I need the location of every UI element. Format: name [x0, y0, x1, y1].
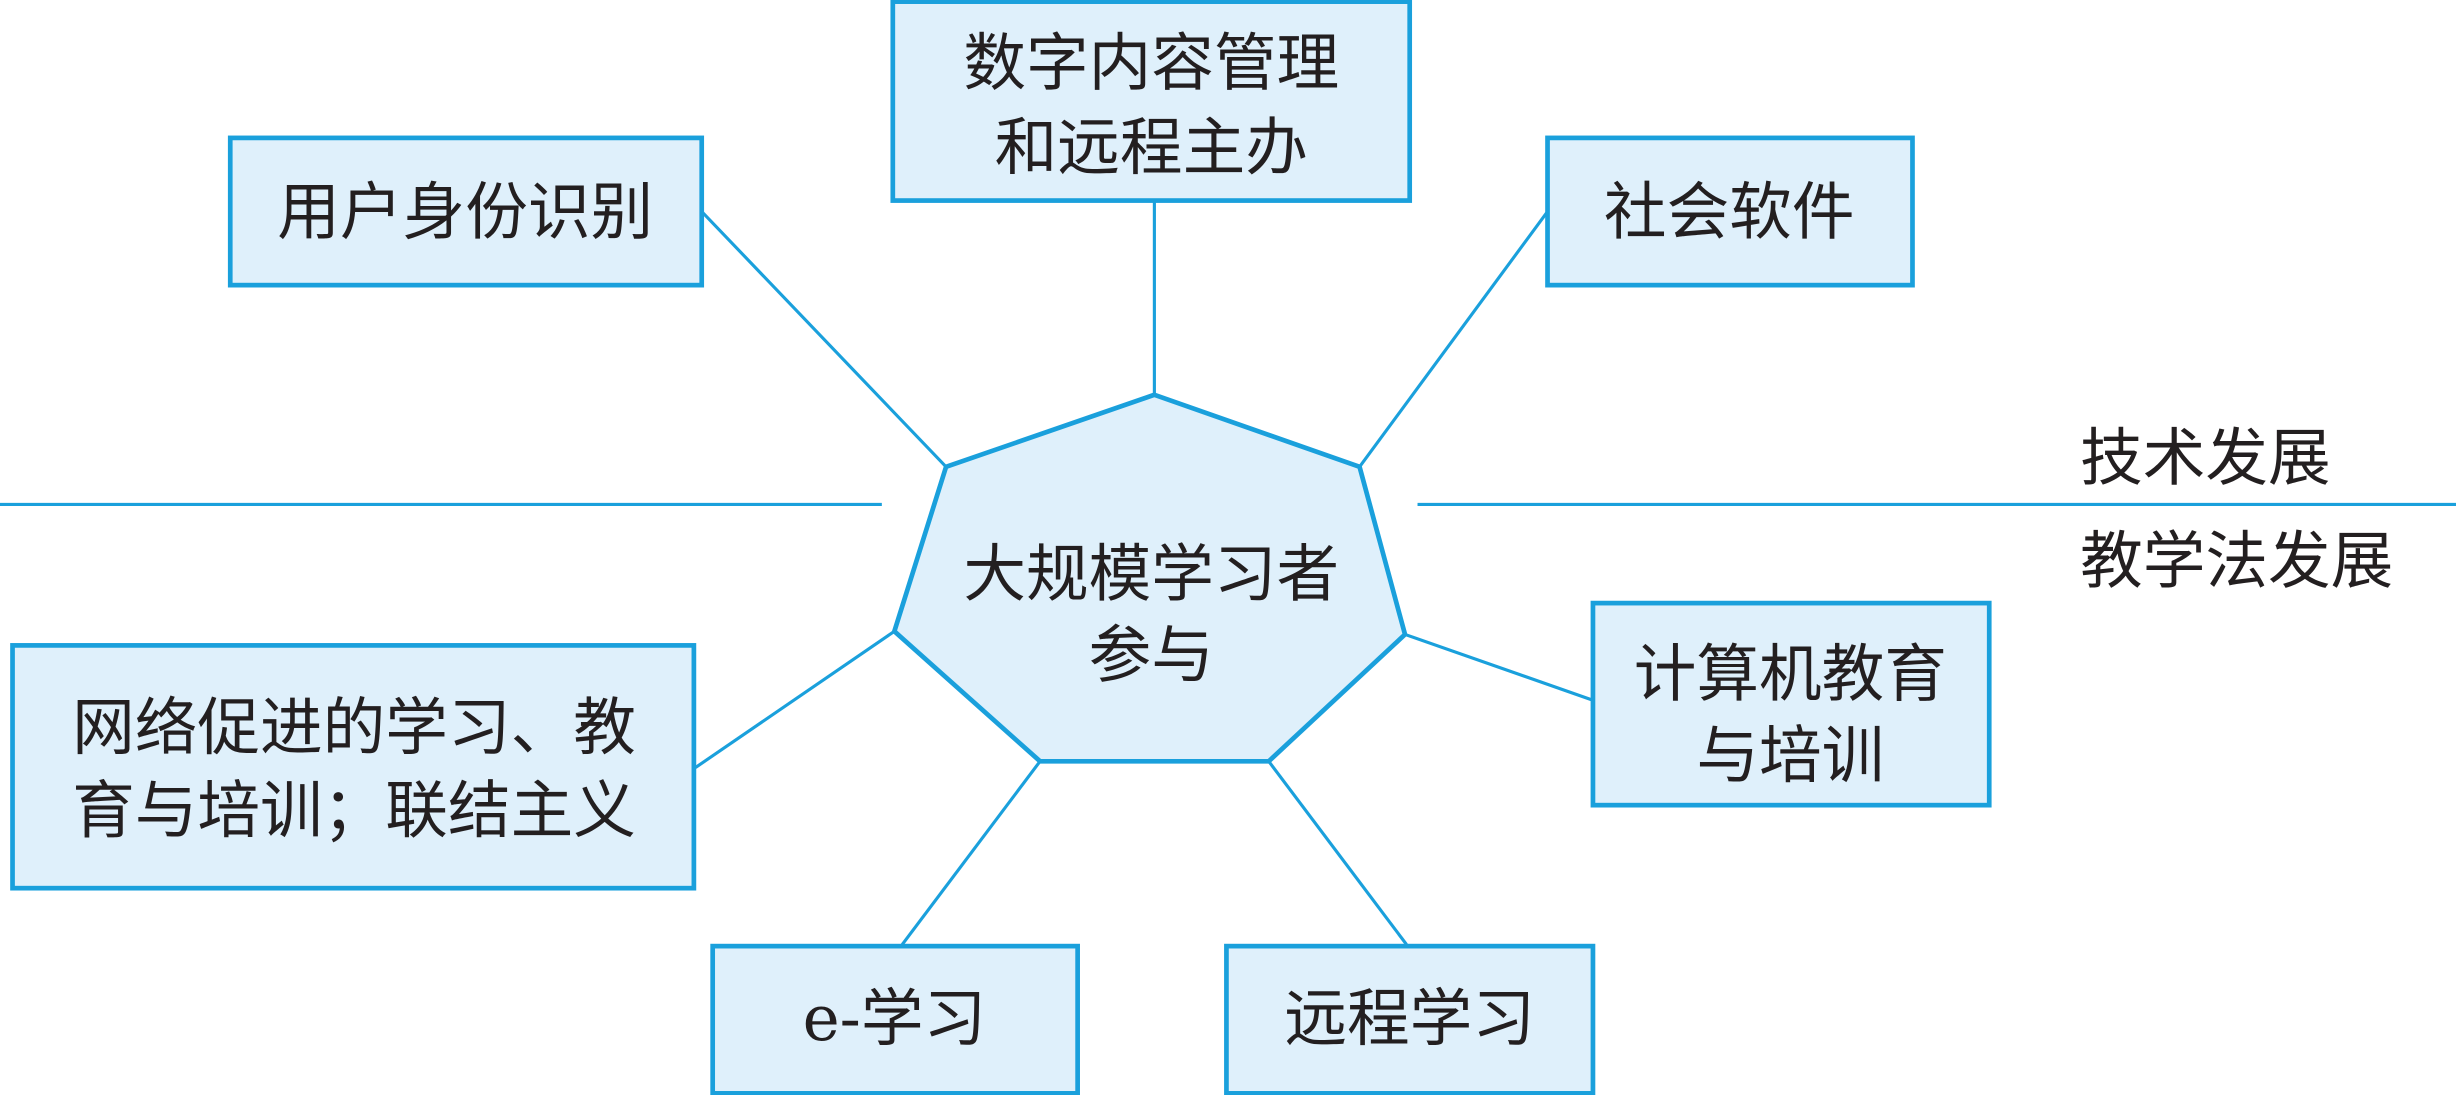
connector-computer-education	[1404, 632, 1594, 702]
connector-social-software	[1358, 210, 1549, 468]
node-text: 社会软件	[1604, 175, 1855, 248]
node-user-identity: 用户身份识别	[227, 135, 705, 288]
node-social-software: 社会软件	[1545, 135, 1915, 288]
node-digital-content: 数字内容管理 和远程主办	[890, 0, 1413, 203]
node-text: 用户身份识别	[277, 175, 653, 248]
center-node: 大规模学习者 参与	[891, 392, 1408, 764]
label-technology-development: 技术发展	[2080, 421, 2331, 494]
node-text: 与培训	[1696, 719, 1884, 792]
node-network-learning: 网络促进的学习、教 育与培训；联结主义	[10, 643, 697, 891]
center-line-2: 参与	[1089, 619, 1214, 692]
connector-distance-learning	[1267, 760, 1408, 946]
node-text: 计算机教育	[1634, 638, 1947, 711]
node-e-learning: e-学习	[710, 943, 1080, 1095]
node-text: 数字内容管理	[963, 27, 1339, 100]
node-text: 育与培训；联结主义	[72, 774, 636, 847]
center-line-1: 大规模学习者	[963, 537, 1339, 610]
node-text: 网络促进的学习、教	[72, 691, 636, 764]
node-distance-learning: 远程学习	[1224, 943, 1596, 1095]
node-computer-education: 计算机教育 与培训	[1590, 600, 1992, 808]
connector-e-learning	[900, 760, 1042, 946]
connector-user-identity	[700, 210, 948, 468]
label-pedagogy-development: 教学法发展	[2080, 525, 2393, 598]
node-text: 远程学习	[1284, 982, 1535, 1055]
node-text: 和远程主办	[995, 111, 1308, 184]
node-text: e-学习	[803, 982, 987, 1055]
connector-network-learning	[694, 630, 896, 769]
